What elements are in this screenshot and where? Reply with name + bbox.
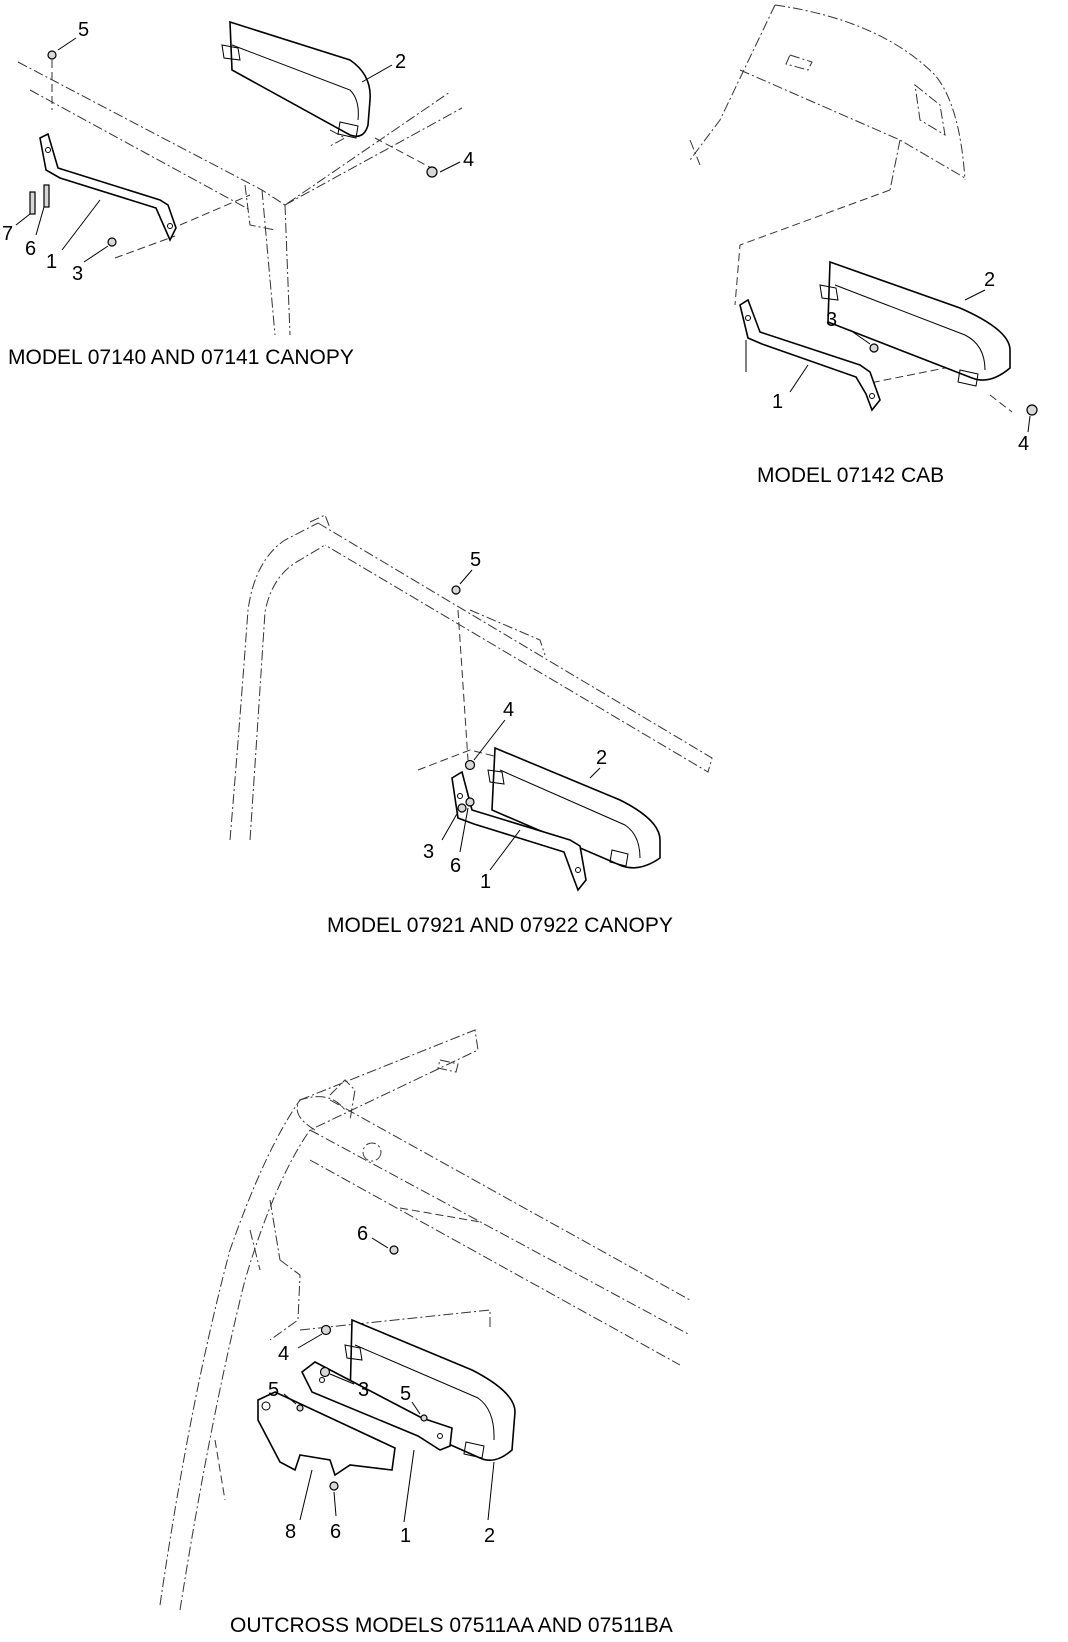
callout-2: 2 — [395, 51, 406, 73]
nut-6-top — [389, 1245, 399, 1255]
callout-6: 6 — [25, 238, 36, 260]
hardware-group — [29, 50, 438, 247]
callout-2: 2 — [484, 1525, 495, 1547]
leader-lines — [789, 289, 1031, 433]
leader-lines — [441, 569, 601, 871]
bolt-4 — [464, 759, 476, 771]
callout-4: 4 — [463, 149, 474, 171]
callout-3: 3 — [423, 841, 434, 863]
callout-1: 1 — [772, 391, 783, 413]
cab-roof-outline — [689, 4, 1013, 413]
panel-canopy-07921-07922: 5 4 2 3 6 1 MODEL 07921 AND 07922 CANOPY — [229, 514, 713, 937]
callout-1: 1 — [480, 871, 491, 893]
nut-6-bottom — [329, 1481, 339, 1491]
nut-5 — [47, 50, 57, 60]
callout-2: 2 — [984, 269, 995, 291]
panel-caption: OUTCROSS MODELS 07511AA AND 07511BA — [230, 1614, 673, 1637]
panel-canopy-07140-07141: 5 2 4 7 6 1 3 MODEL 07140 AND 07141 CANO… — [2, 19, 474, 369]
callout-6: 6 — [330, 1521, 341, 1543]
callout-3: 3 — [358, 1379, 369, 1401]
mirror-part-2 — [819, 260, 1011, 387]
mirror-part-2 — [487, 746, 661, 869]
bolt-4 — [1026, 404, 1038, 416]
callout-5: 5 — [400, 1383, 411, 1405]
panel-caption: MODEL 07921 AND 07922 CANOPY — [327, 914, 673, 937]
nut-3 — [319, 1366, 331, 1378]
callout-8: 8 — [285, 1521, 296, 1543]
callout-5: 5 — [78, 19, 89, 41]
callout-1: 1 — [400, 1525, 411, 1547]
bolt-7 — [29, 191, 36, 215]
callout-6: 6 — [450, 855, 461, 877]
callout-3: 3 — [72, 263, 83, 285]
callout-5: 5 — [268, 1379, 279, 1401]
callout-4: 4 — [1018, 433, 1029, 455]
callout-5: 5 — [470, 549, 481, 571]
bracket-part-1 — [739, 298, 881, 412]
hardware-group — [296, 1245, 428, 1491]
hardware-group — [869, 343, 1038, 416]
callout-2: 2 — [596, 747, 607, 769]
plate-part-8 — [257, 1391, 396, 1477]
bracket-part-1 — [300, 1361, 453, 1451]
nut-3 — [869, 343, 879, 353]
nut-5 — [451, 585, 461, 595]
bolt-6 — [43, 184, 50, 208]
bolt-4 — [320, 1324, 332, 1336]
callout-1: 1 — [46, 251, 57, 273]
callout-4: 4 — [503, 699, 514, 721]
canopy-frame-outline — [17, 60, 463, 336]
callout-7: 7 — [2, 223, 13, 245]
canopy-frame-outline — [229, 514, 713, 841]
callout-4: 4 — [278, 1343, 289, 1365]
nut-3 — [107, 237, 117, 247]
leader-lines — [15, 37, 461, 263]
bolt-6 — [465, 797, 475, 807]
bolt-4 — [426, 166, 438, 178]
pin-5-right — [420, 1414, 428, 1422]
mirror-part-2 — [221, 20, 371, 139]
bracket-part-1 — [39, 132, 177, 242]
pin-5-left — [296, 1404, 304, 1412]
nut-3 — [457, 803, 467, 813]
panel-outcross-07511: 6 4 5 3 5 8 6 1 2 OUTCROSS MODELS 07511A… — [159, 1029, 691, 1637]
panel-caption: MODEL 07140 AND 07141 CANOPY — [8, 346, 354, 369]
callout-6: 6 — [357, 1223, 368, 1245]
mirror-part-2 — [344, 1318, 516, 1461]
outcross-cab-outline — [159, 1029, 691, 1611]
panel-cab-07142: 2 3 1 4 MODEL 07142 CAB — [689, 4, 1038, 487]
panel-caption: MODEL 07142 CAB — [757, 464, 944, 487]
hardware-group — [451, 585, 476, 813]
leader-lines — [283, 1237, 495, 1523]
callout-3: 3 — [826, 309, 837, 331]
